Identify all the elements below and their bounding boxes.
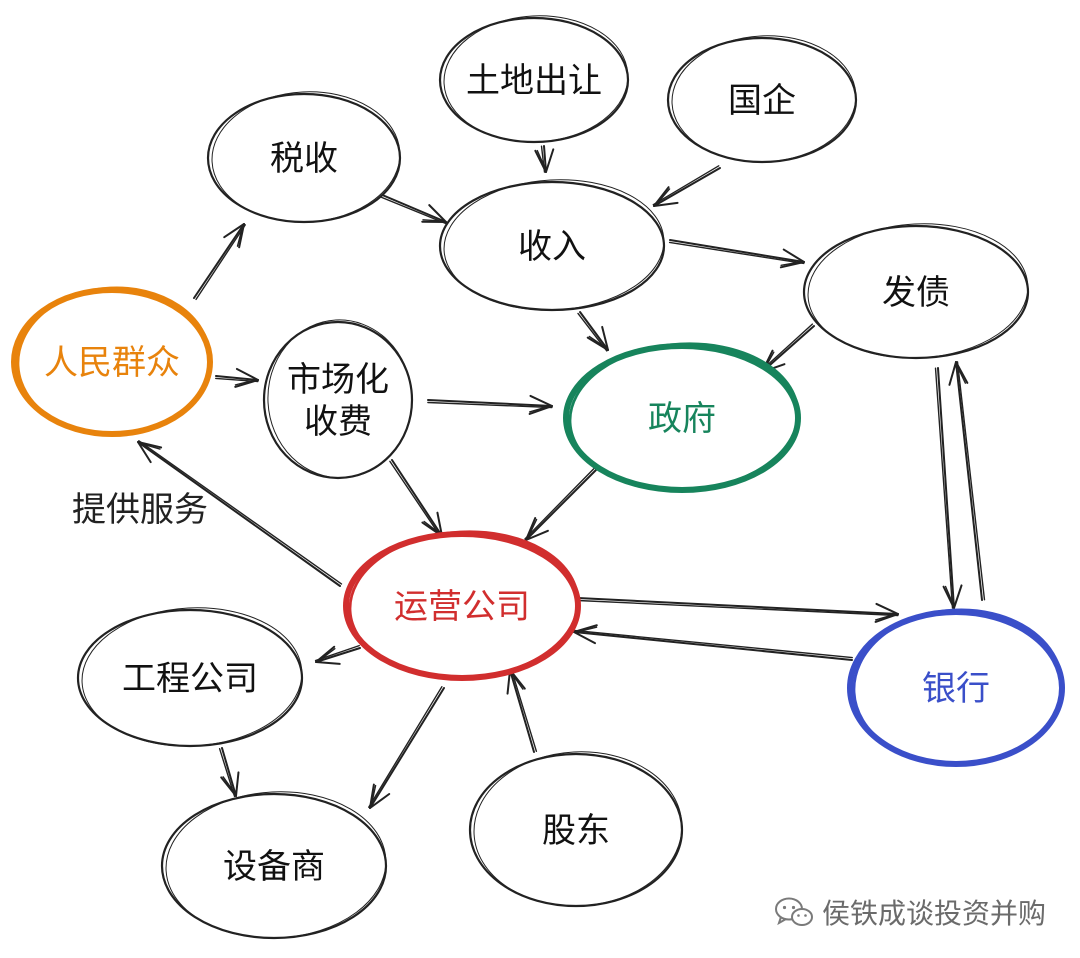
watermark: 侯铁成谈投资并购	[774, 892, 1046, 932]
node-outline-sketch	[165, 791, 387, 939]
edge-soe-income	[652, 165, 721, 207]
watermark-text: 侯铁成谈投资并购	[821, 897, 1046, 930]
node-tax: 税收	[206, 91, 402, 224]
node-bond: 发债	[802, 223, 1030, 360]
node-label: 工程公司	[122, 659, 258, 699]
node-label: 银行	[922, 669, 990, 709]
edge-operator-bank	[577, 597, 899, 623]
edge-bank-operator	[573, 624, 853, 661]
edge-market-fee-operator	[389, 459, 443, 538]
node-outline-sketch	[671, 35, 857, 163]
edge-label-provide-service: 提供服务	[72, 490, 208, 530]
edge-people-tax	[193, 223, 246, 301]
node-outline-sketch	[473, 751, 683, 907]
wechat-icon	[774, 897, 813, 926]
node-outline-sketch	[267, 319, 413, 479]
edge-income-government	[577, 311, 609, 352]
edge-income-bond	[668, 239, 805, 269]
node-label: 股东	[542, 811, 610, 851]
edge-engineering-equipment	[218, 747, 240, 798]
node-label: 土地出让	[466, 61, 602, 101]
node-shareholder: 股东	[468, 751, 684, 908]
node-equipment: 设备商	[160, 791, 388, 940]
edge-bank-bond	[948, 361, 986, 601]
node-outline-sketch	[807, 223, 1029, 359]
node-label: 市场化	[287, 360, 389, 400]
node-outline-sketch	[852, 608, 1064, 766]
diagram-nodes: 土地出让国企税收收入发债人民群众 市场化收费 政府运营公司工程公司 银行设备商 股东	[11, 15, 1065, 940]
node-label: 政府	[648, 399, 716, 439]
node-label: 收费	[304, 402, 372, 442]
node-outline-sketch	[443, 15, 629, 143]
edge-operator-people	[137, 440, 343, 587]
node-label: 运营公司	[394, 587, 530, 627]
edge-tax-income	[378, 193, 447, 225]
node-people: 人民群众	[11, 286, 213, 437]
node-land: 土地出让	[438, 15, 630, 144]
node-outline-sketch	[211, 91, 401, 223]
node-outline-sketch	[348, 530, 580, 680]
edge-market-fee-government	[427, 394, 553, 415]
node-label: 设备商	[223, 847, 325, 887]
edge-land-income	[534, 145, 555, 173]
edge-government-operator	[524, 467, 597, 541]
node-bank: 银行	[847, 608, 1065, 767]
node-government: 政府	[563, 342, 801, 493]
node-soe: 国企	[666, 35, 858, 164]
node-operator: 运营公司	[343, 530, 581, 681]
node-label: 人民群众	[44, 343, 180, 383]
edge-operator-equipment	[368, 685, 445, 809]
edge-bond-bank	[934, 367, 963, 609]
edge-operator-engineering	[314, 644, 361, 665]
node-outline-sketch	[568, 342, 800, 492]
node-label: 收入	[518, 227, 586, 267]
diagram-edges	[137, 145, 986, 809]
node-label: 国企	[728, 81, 796, 121]
node-outline-sketch	[16, 286, 212, 436]
node-label: 发债	[882, 273, 950, 313]
edge-people-market-fee	[215, 367, 259, 388]
node-income: 收入	[438, 179, 666, 312]
node-outline-sketch	[443, 179, 665, 311]
node-engineering: 工程公司	[76, 607, 304, 748]
node-outline-sketch	[81, 607, 303, 747]
edge-shareholder-operator	[506, 668, 538, 753]
node-label: 税收	[270, 139, 338, 179]
